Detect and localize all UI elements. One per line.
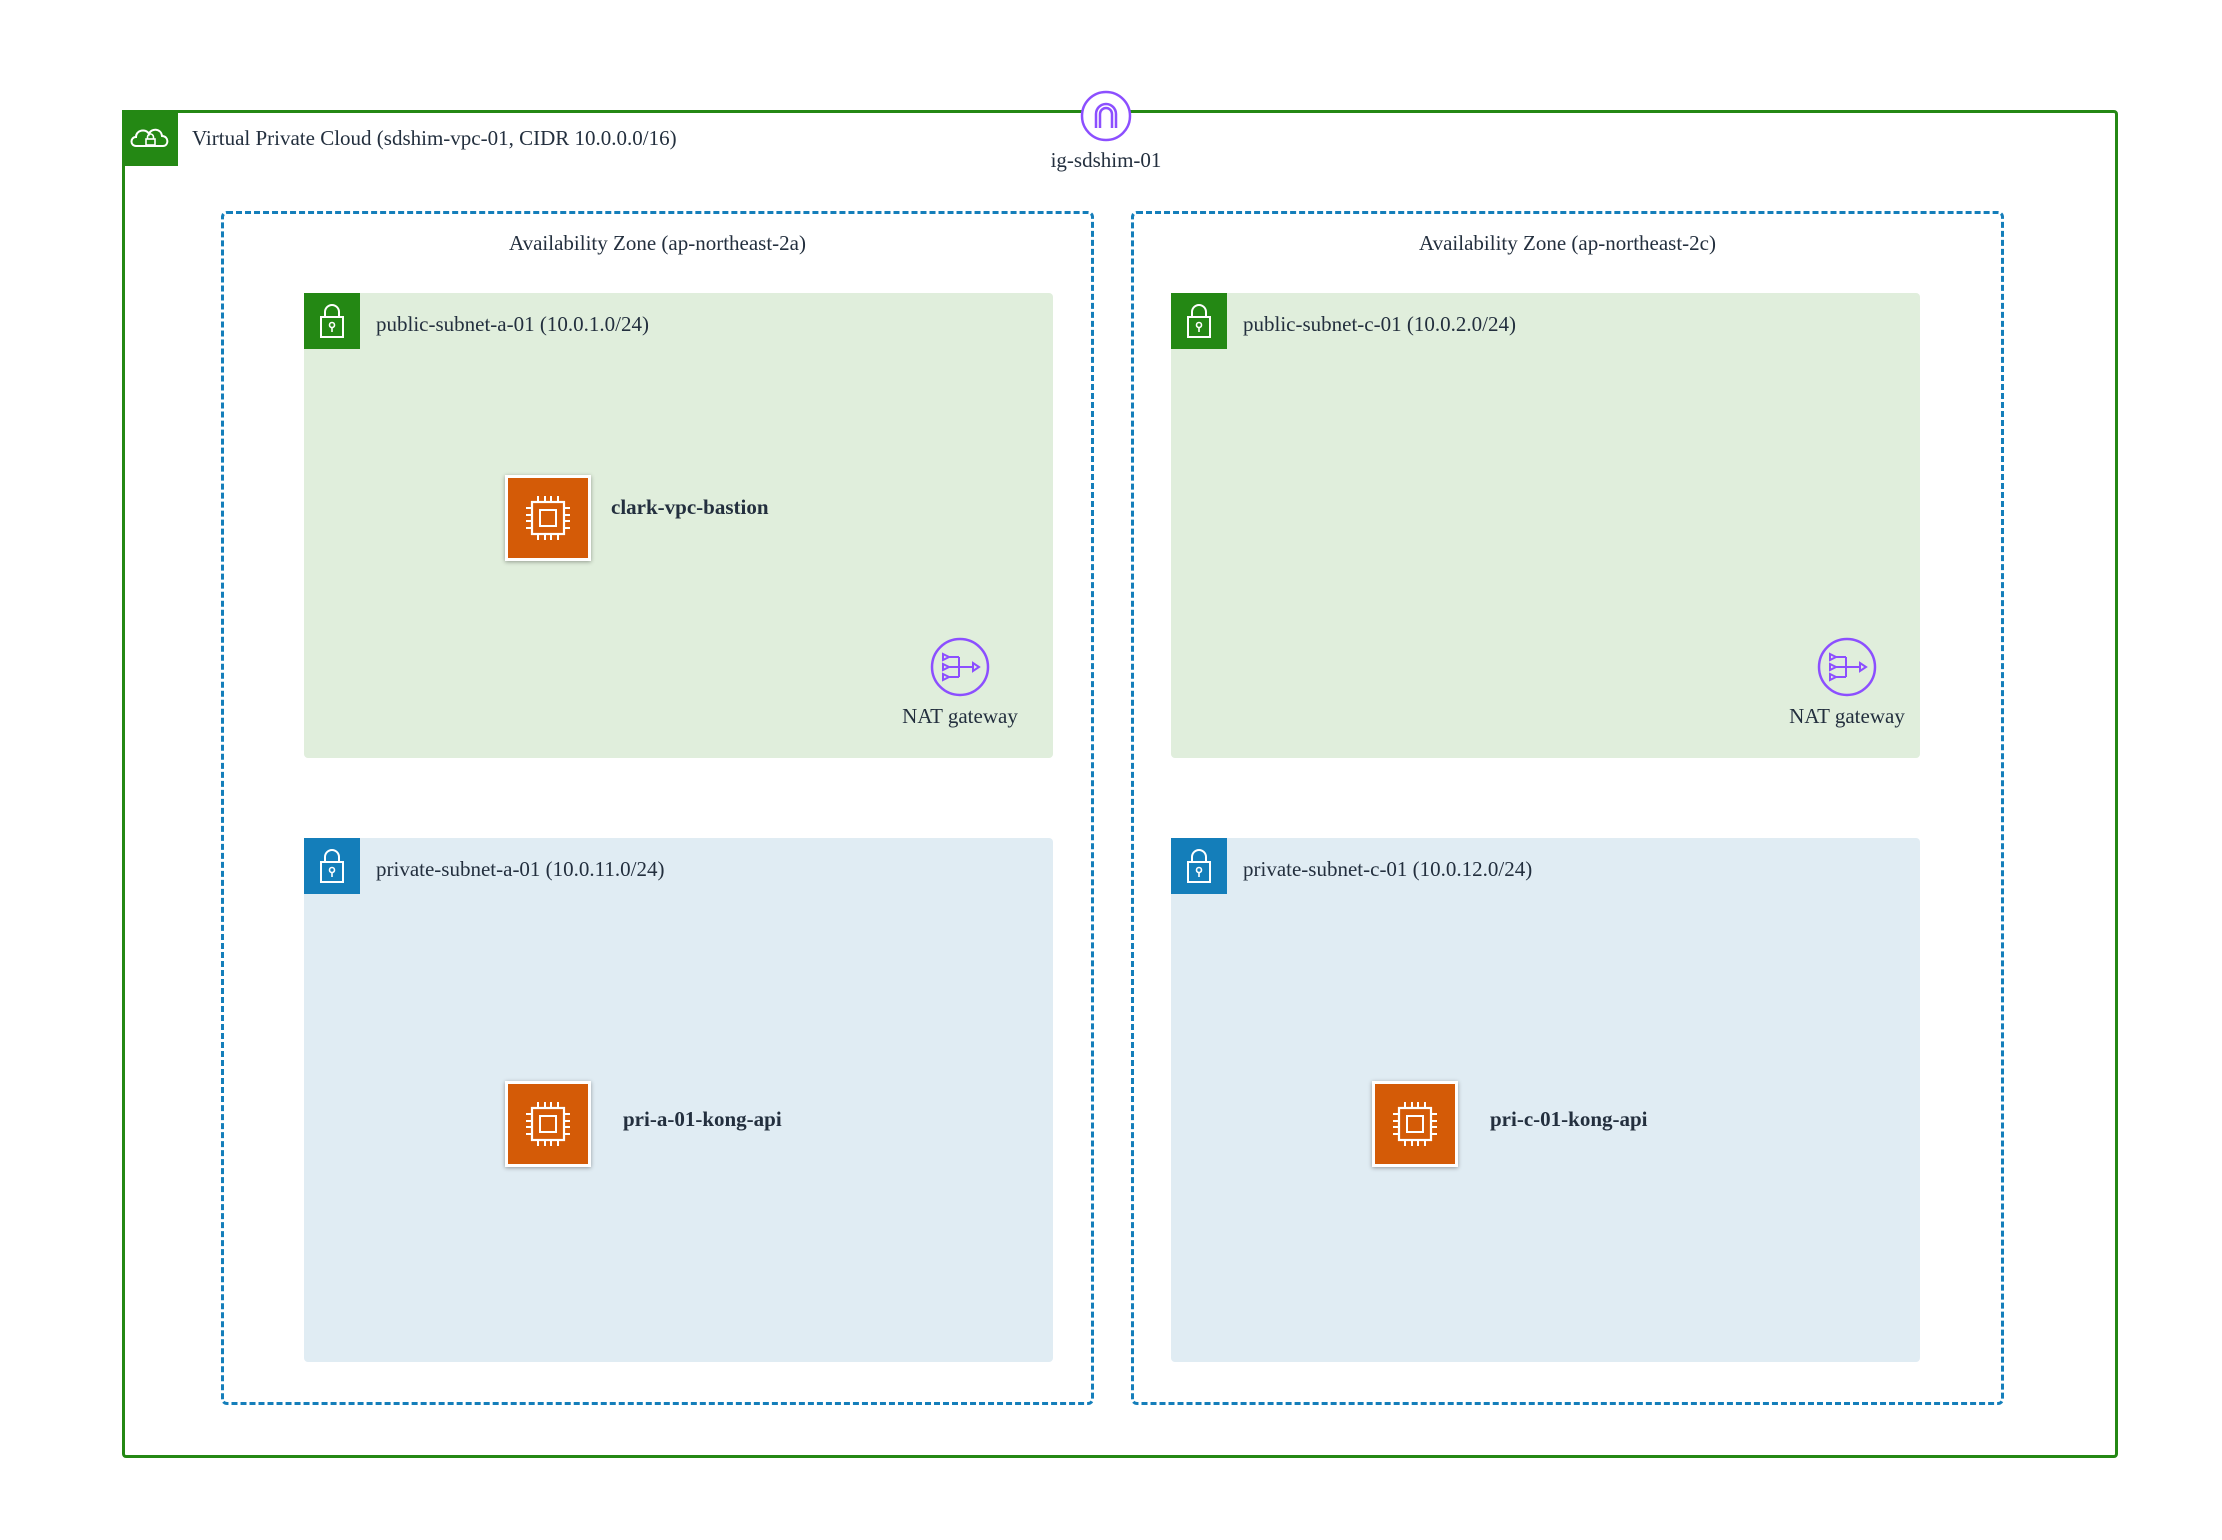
ec2-instance-icon (1372, 1081, 1458, 1167)
availability-zone-c (1131, 211, 2004, 1405)
vpc-cloud-icon (122, 110, 178, 166)
private-subnet-a-label: private-subnet-a-01 (10.0.11.0/24) (376, 857, 665, 881)
public-subnet-c-label: public-subnet-c-01 (10.0.2.0/24) (1243, 312, 1516, 336)
nat-gateway-icon (929, 636, 991, 698)
bastion-label: clark-vpc-bastion (611, 495, 769, 519)
nat-gateway-label: NAT gateway (1789, 704, 1905, 728)
ec2-instance-icon (505, 475, 591, 561)
availability-zone-a-label: Availability Zone (ap-northeast-2a) (509, 231, 806, 255)
public-subnet-a-label: public-subnet-a-01 (10.0.1.0/24) (376, 312, 649, 336)
api-a-label: pri-a-01-kong-api (623, 1107, 782, 1131)
availability-zone-a (221, 211, 1094, 1405)
availability-zone-c-label: Availability Zone (ap-northeast-2c) (1419, 231, 1716, 255)
private-subnet-c-label: private-subnet-c-01 (10.0.12.0/24) (1243, 857, 1533, 881)
nat-gateway-icon (1816, 636, 1878, 698)
lock-icon (304, 838, 360, 894)
private-subnet-c (1171, 838, 1920, 1362)
nat-gateway-label: NAT gateway (902, 704, 1018, 728)
api-c-label: pri-c-01-kong-api (1490, 1107, 1648, 1131)
lock-icon (304, 293, 360, 349)
public-subnet-a (304, 293, 1053, 758)
public-subnet-c (1171, 293, 1920, 758)
internet-gateway-label: ig-sdshim-01 (1050, 148, 1162, 172)
private-subnet-a (304, 838, 1053, 1362)
lock-icon (1171, 293, 1227, 349)
ec2-instance-icon (505, 1081, 591, 1167)
vpc-label: Virtual Private Cloud (sdshim-vpc-01, CI… (192, 126, 677, 150)
lock-icon (1171, 838, 1227, 894)
internet-gateway-icon (1078, 88, 1134, 144)
